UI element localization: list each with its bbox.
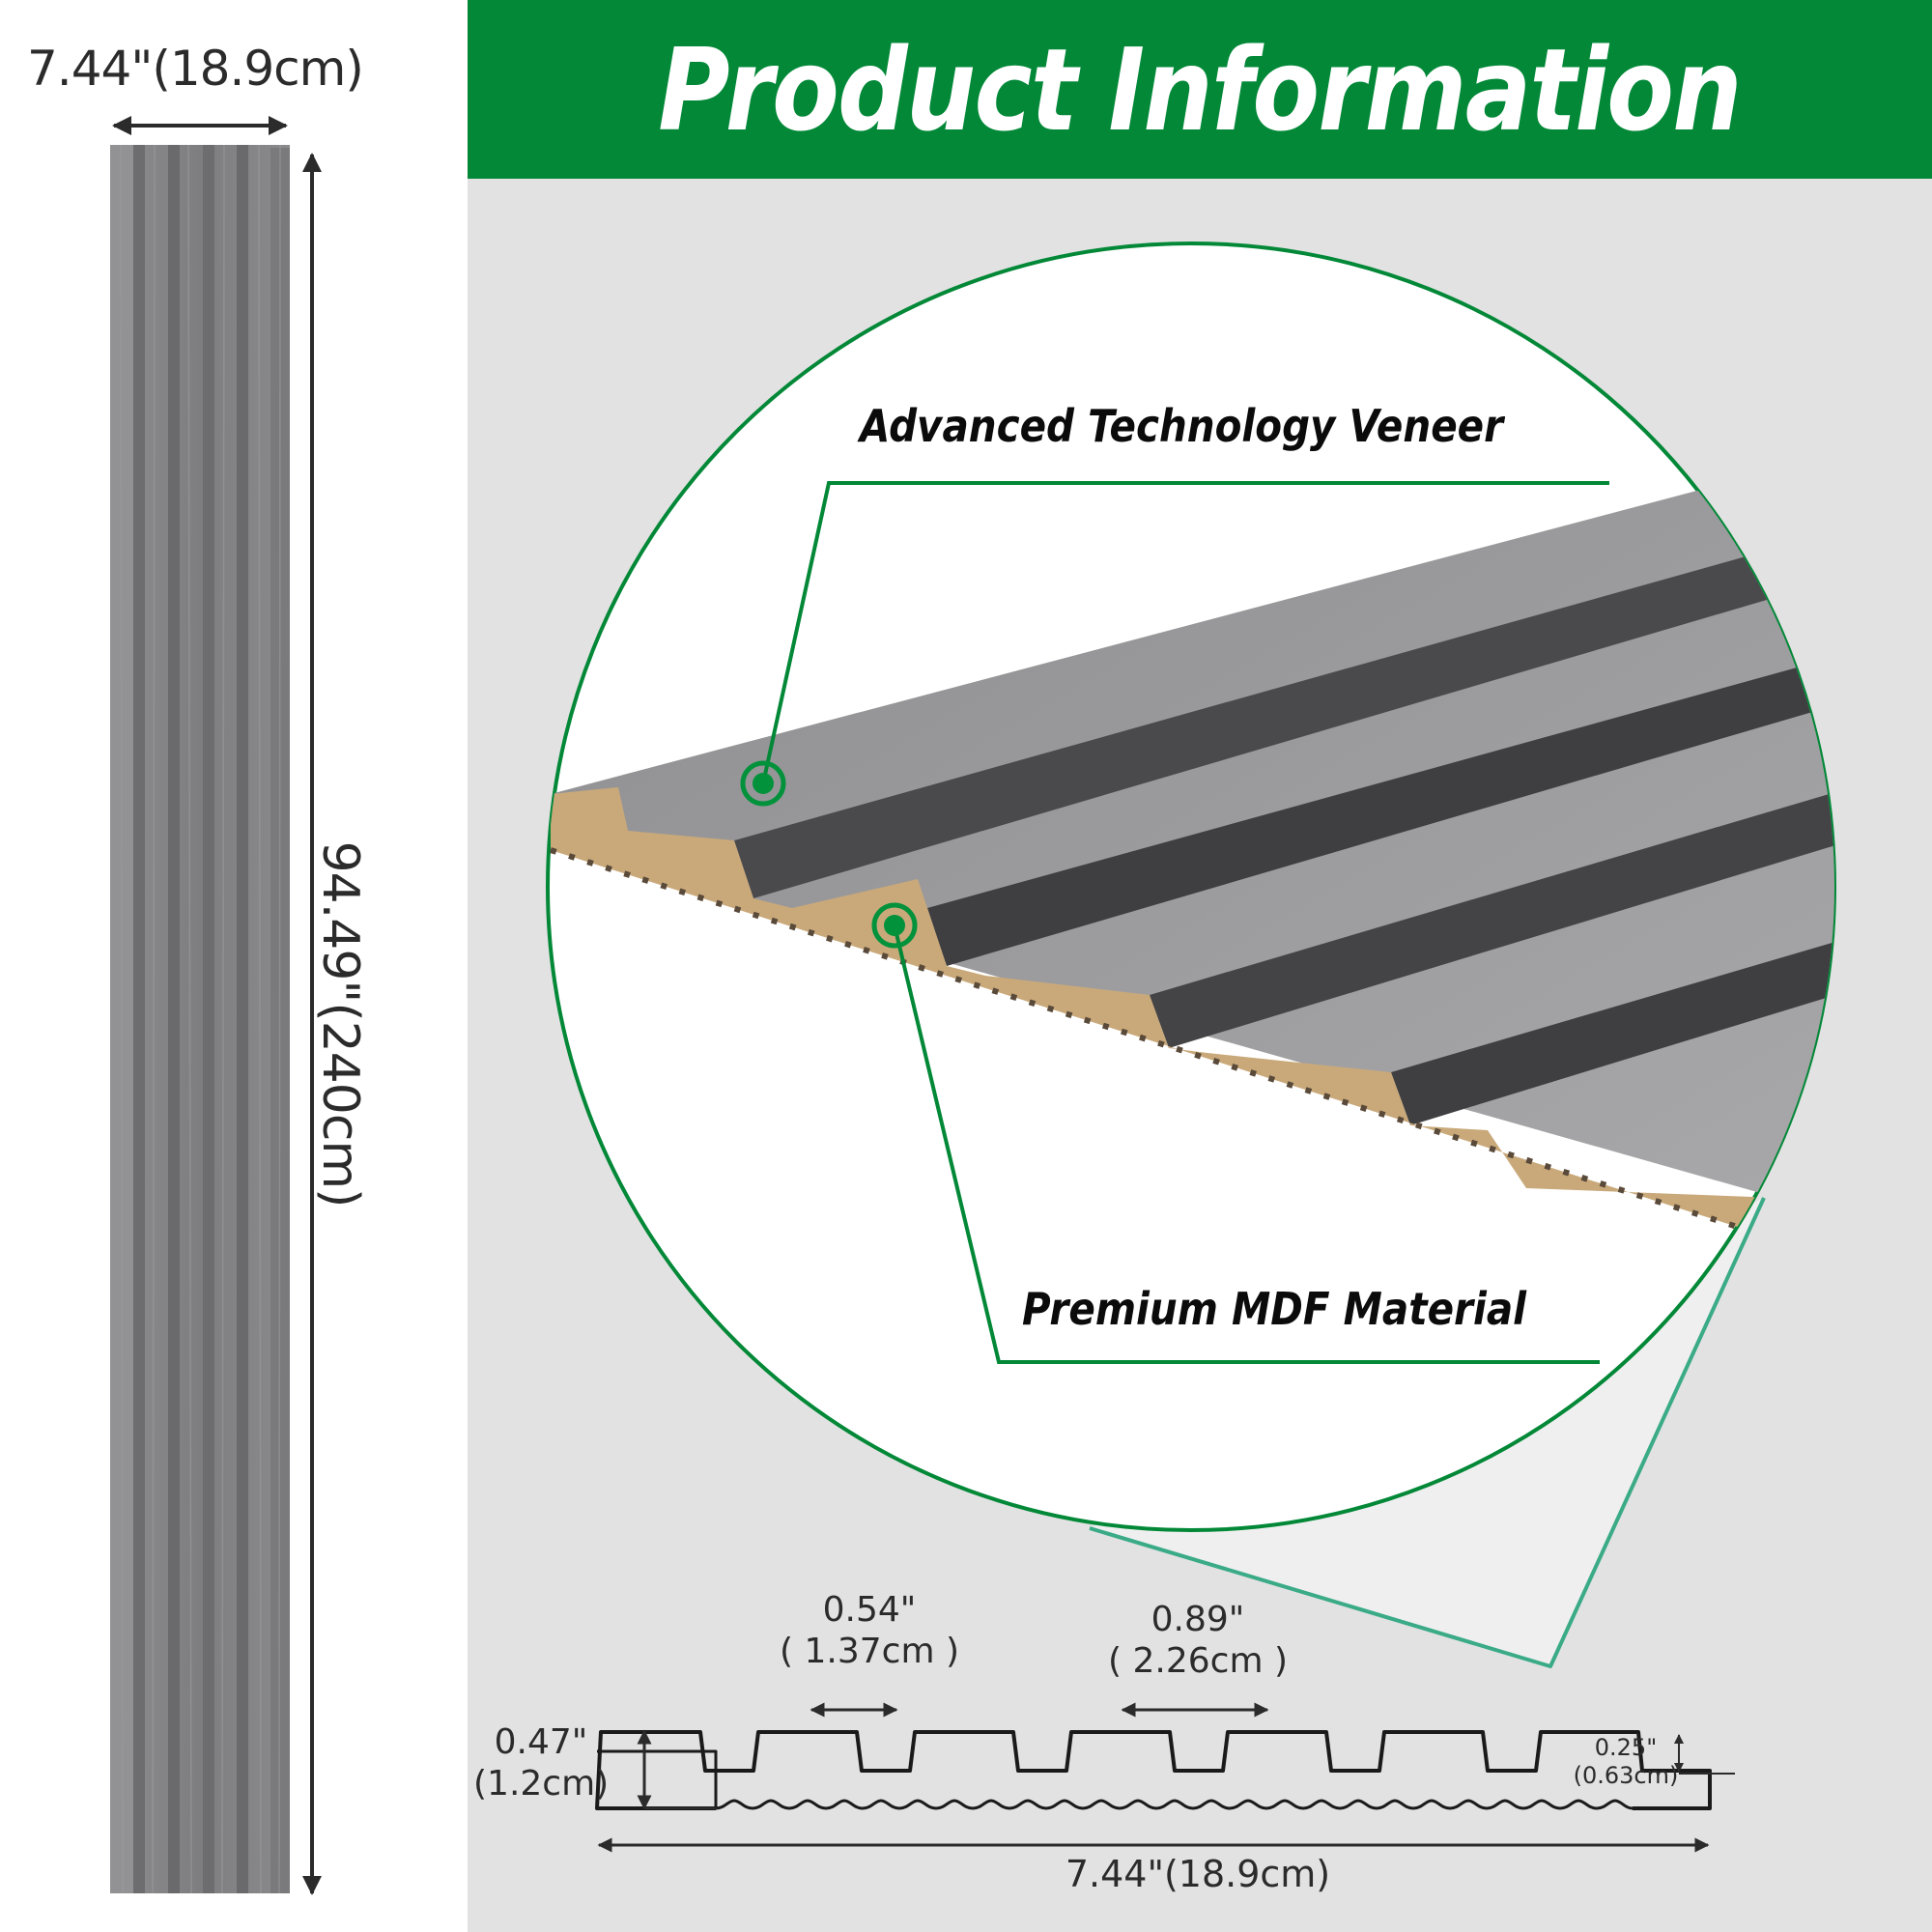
slat-panel-image xyxy=(110,144,290,1894)
thickness-cm: (1.2cm) xyxy=(473,1764,610,1804)
rib-width-in: 0.89" xyxy=(1151,1600,1245,1639)
profile-cross-section-diagram xyxy=(595,1730,1712,1810)
panel-width-label: 7.44"(18.9cm) xyxy=(27,41,364,97)
veneer-callout-label: Advanced Technology Veneer xyxy=(860,400,1504,452)
groove-depth-in: 0.25" xyxy=(1594,1734,1658,1761)
veneer-callout-line xyxy=(761,481,1609,784)
mdf-callout-line xyxy=(893,924,1600,1364)
groove-width-label: 0.54" ( 1.37cm ) xyxy=(773,1589,966,1672)
veneer-target-marker-icon xyxy=(740,760,786,807)
groove-depth-label: 0.25" (0.63cm) xyxy=(1563,1734,1689,1790)
header-banner: Product Information xyxy=(468,0,1932,179)
groove-width-in: 0.54" xyxy=(822,1590,917,1630)
thickness-label: 0.47" (1.2cm) xyxy=(473,1721,609,1804)
mdf-target-marker-icon xyxy=(871,902,918,949)
rib-width-label: 0.89" ( 2.26cm ) xyxy=(1082,1599,1314,1682)
groove-width-cm: ( 1.37cm ) xyxy=(780,1632,959,1672)
product-closeup-image xyxy=(550,454,1834,1239)
mdf-callout-label: Premium MDF Material xyxy=(1022,1283,1527,1335)
total-width-label: 7.44"(18.9cm) xyxy=(1065,1853,1331,1895)
groove-depth-cm: (0.63cm) xyxy=(1573,1761,1679,1789)
rib-width-cm: ( 2.26cm ) xyxy=(1108,1641,1288,1682)
panel-height-label: 94.49"(240cm) xyxy=(311,840,369,1208)
page-title: Product Information xyxy=(658,22,1743,156)
thickness-in: 0.47" xyxy=(494,1722,588,1762)
